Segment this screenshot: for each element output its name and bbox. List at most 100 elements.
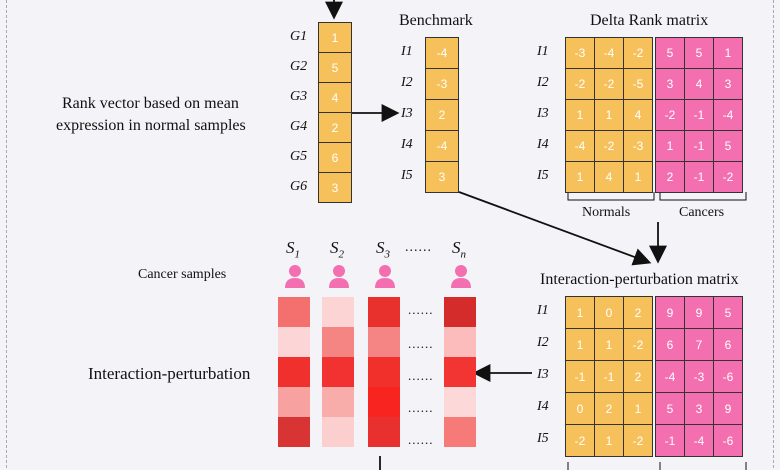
rank-row-label: G6 [290, 179, 308, 194]
ellipsis-dots: ...... [408, 302, 434, 317]
delta-rank-normal-cell: 4 [594, 161, 624, 193]
interaction-matrix-cancer-cell: 9 [684, 296, 714, 329]
rank-row-label: G4 [290, 119, 308, 134]
interaction-matrix-title: Interaction-perturbation matrix [540, 271, 739, 288]
delta-rank-cancer-cell: -2 [655, 99, 685, 131]
delta-rank-cancer-cell: 3 [655, 68, 685, 100]
diagram-frame [6, 0, 774, 468]
perturbation-cell [322, 297, 354, 327]
delta-rank-row-label: I1 [537, 44, 549, 59]
perturbation-cell [322, 387, 354, 417]
interaction-matrix-row-label: I5 [537, 431, 549, 446]
rank-cell: 2 [318, 112, 352, 143]
delta-rank-normal-cell: -2 [594, 130, 624, 162]
perturbation-cell [322, 327, 354, 357]
interaction-matrix-normal-cell: 1 [594, 424, 624, 457]
delta-rank-cancer-cell: -1 [684, 99, 714, 131]
perturbation-cell [444, 327, 476, 357]
sample-label: S2 [330, 238, 345, 261]
delta-rank-row-label: I4 [537, 137, 549, 152]
interaction-matrix-normal-cell: -1 [594, 360, 624, 393]
cancers-label: Cancers [679, 205, 725, 220]
rank-cell: 1 [318, 22, 352, 53]
benchmark-row-label: I3 [401, 106, 413, 121]
interaction-matrix-row-label: I4 [537, 399, 549, 414]
interaction-matrix-normal-cell: 1 [594, 328, 624, 361]
perturbation-cell [444, 357, 476, 387]
interaction-matrix-cancer-cell: -4 [684, 424, 714, 457]
benchmark-row-label: I5 [401, 168, 413, 183]
sample-label-subscript: 3 [384, 248, 391, 261]
delta-rank-cancer-cell: 5 [713, 130, 743, 162]
interaction-matrix-normal-cell: 1 [565, 328, 595, 361]
interaction-matrix-cancer-cell: -6 [713, 424, 743, 457]
benchmark-title: Benchmark [399, 12, 473, 29]
sample-label-subscript: 1 [294, 248, 301, 261]
rank-cell: 5 [318, 52, 352, 83]
rank-cell: 3 [318, 172, 352, 203]
sample-label-subscript: 2 [338, 248, 345, 261]
interaction-matrix-cancer-cell: 9 [655, 296, 685, 329]
delta-rank-row-label: I3 [537, 106, 549, 121]
rank-caption-line1: Rank vector based on mean [62, 95, 239, 112]
perturbation-cell [278, 297, 310, 327]
delta-rank-cancer-cell: 4 [684, 68, 714, 100]
delta-rank-normal-cell: -2 [565, 68, 595, 100]
perturbation-cell [368, 327, 400, 357]
interaction-matrix-cancer-cell: -4 [655, 360, 685, 393]
perturbation-cell [368, 417, 400, 447]
delta-rank-normal-cell: -2 [623, 37, 653, 69]
interaction-matrix-cancer-cell: 5 [655, 392, 685, 425]
interaction-matrix-cancer-cell: 6 [713, 328, 743, 361]
interaction-matrix-normal-cell: 0 [565, 392, 595, 425]
delta-rank-cancer-cell: 5 [684, 37, 714, 69]
interaction-matrix-normal-cell: 1 [565, 296, 595, 329]
interaction-matrix-normal-cell: 1 [623, 392, 653, 425]
benchmark-row-label: I4 [401, 137, 413, 152]
delta-rank-row-label: I5 [537, 168, 549, 183]
interaction-matrix-cancer-cell: 3 [684, 392, 714, 425]
interaction-matrix-cancer-cell: -3 [684, 360, 714, 393]
rank-row-label: G3 [290, 89, 308, 104]
interaction-matrix-cancer-cell: 7 [684, 328, 714, 361]
delta-rank-cancer-cell: 3 [713, 68, 743, 100]
delta-rank-normal-cell: -3 [623, 130, 653, 162]
delta-rank-normal-cell: -4 [594, 37, 624, 69]
sample-label: Sn [452, 238, 467, 261]
perturbation-cell [278, 327, 310, 357]
ellipsis-dots: ...... [408, 336, 434, 351]
ellipsis-dots: ...... [408, 400, 434, 415]
benchmark-cell: -3 [425, 68, 459, 100]
sample-label-subscript: n [460, 248, 467, 261]
person-icon [284, 264, 306, 288]
normals-bracket [567, 192, 655, 201]
cancers-bracket-bottom [659, 462, 747, 470]
rank-caption-line2: expression in normal samples [56, 117, 246, 134]
interaction-matrix-normal-cell: -2 [565, 424, 595, 457]
delta-rank-title: Delta Rank matrix [590, 12, 709, 29]
interaction-matrix-row-label: I2 [537, 335, 549, 350]
person-icon [328, 264, 350, 288]
benchmark-cell: -4 [425, 37, 459, 69]
rank-cell: 4 [318, 82, 352, 113]
interaction-matrix-normal-cell: 2 [623, 360, 653, 393]
delta-rank-normal-cell: -5 [623, 68, 653, 100]
perturbation-cell [444, 417, 476, 447]
delta-rank-cancer-cell: -1 [684, 161, 714, 193]
perturbation-cell [278, 387, 310, 417]
delta-rank-normal-cell: 1 [594, 99, 624, 131]
perturbation-cell [278, 417, 310, 447]
benchmark-cell: 3 [425, 161, 459, 193]
interaction-matrix-cancer-cell: 5 [713, 296, 743, 329]
interaction-perturbation-label: Interaction-perturbation [88, 364, 251, 383]
delta-rank-normal-cell: -3 [565, 37, 595, 69]
interaction-matrix-row-label: I3 [537, 367, 549, 382]
interaction-matrix-row-label: I1 [537, 303, 549, 318]
arrow-benchmark-to-matrix [458, 191, 652, 266]
delta-rank-cancer-cell: 1 [655, 130, 685, 162]
cancers-bracket [659, 192, 747, 201]
ellipsis-dots: ...... [408, 368, 434, 383]
delta-rank-normal-cell: 1 [623, 161, 653, 193]
interaction-matrix-cancer-cell: -1 [655, 424, 685, 457]
